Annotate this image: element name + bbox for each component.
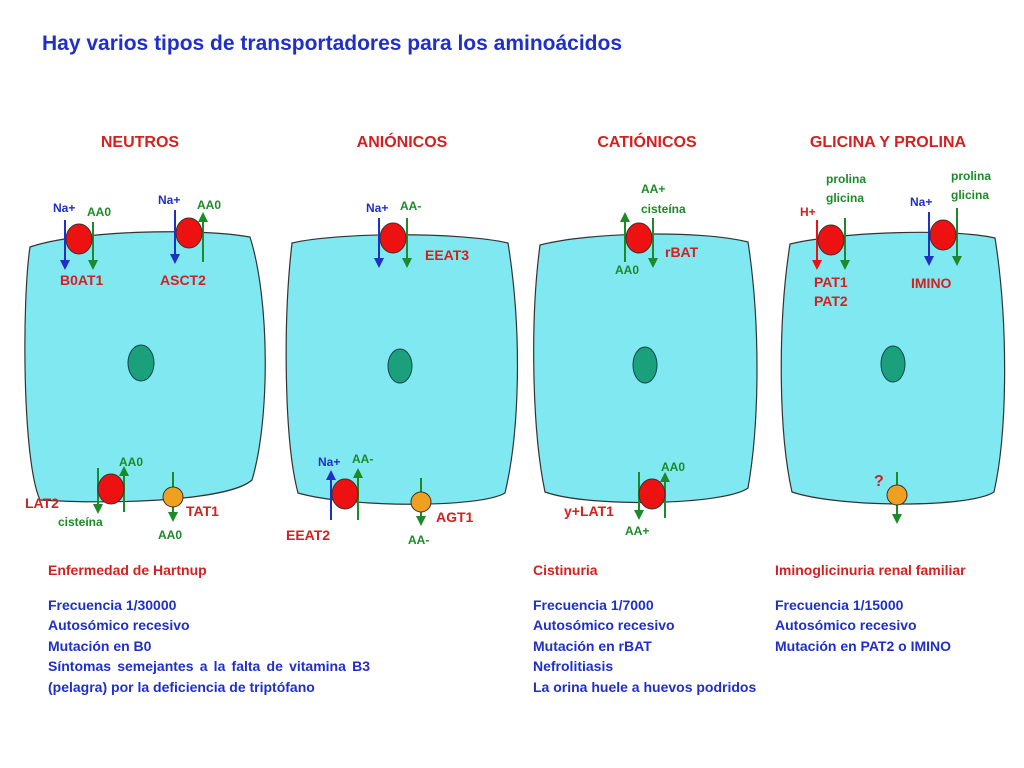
label-na: Na+ bbox=[53, 201, 75, 215]
label-glicina: glicina bbox=[951, 188, 989, 202]
label-aa0: AA0 bbox=[119, 455, 143, 469]
disease-name: Enfermedad de Hartnup bbox=[48, 562, 207, 578]
transporter-rbat bbox=[625, 222, 653, 254]
transporter-unknown bbox=[886, 484, 908, 506]
label-h: H+ bbox=[800, 205, 816, 219]
nucleus bbox=[632, 346, 658, 384]
transporter-b0at1 bbox=[65, 223, 93, 255]
label-prolina: prolina bbox=[951, 169, 991, 183]
label-na: Na+ bbox=[158, 193, 180, 207]
transporter-y-lat1 bbox=[638, 478, 666, 510]
disease-line: Nefrolitiasis bbox=[533, 658, 614, 674]
transporter-asct2 bbox=[175, 217, 203, 249]
label-aa-plus: AA+ bbox=[641, 182, 665, 196]
disease-name: Iminoglicinuria renal familiar bbox=[775, 562, 966, 578]
label-agt1: AGT1 bbox=[436, 509, 474, 525]
disease-symptoms: Síntomas semejantes a la falta de vitami… bbox=[48, 658, 370, 695]
label-glicina: glicina bbox=[826, 191, 864, 205]
label-aa-plus: AA+ bbox=[625, 524, 649, 538]
disease-line: Mutación en B0 bbox=[48, 637, 152, 654]
label-asct2: ASCT2 bbox=[160, 272, 206, 288]
label-unknown: ? bbox=[874, 473, 884, 490]
label-lat2: LAT2 bbox=[25, 495, 59, 511]
disease-iminoglicinuria: Iminoglicinuria renal familiar Frecuenci… bbox=[775, 560, 1015, 656]
transporter-lat2 bbox=[97, 473, 125, 505]
disease-line: Mutación en rBAT bbox=[533, 637, 652, 654]
transporter-imino bbox=[929, 219, 957, 251]
heading-cationicos: CATIÓNICOS bbox=[597, 132, 697, 151]
transporter-diagram: NEUTROS ANIÓNICOS CATIÓNICOS GLICINA Y P… bbox=[24, 132, 1006, 547]
transporter-eeat2 bbox=[331, 478, 359, 510]
page-title: Hay varios tipos de transportadores para… bbox=[42, 32, 623, 55]
label-aa0: AA0 bbox=[87, 205, 111, 219]
transporter-eeat3 bbox=[379, 222, 407, 254]
disease-cistinuria: Cistinuria Frecuencia 1/7000 Autosómico … bbox=[533, 560, 833, 697]
disease-line: Mutación en PAT2 o IMINO bbox=[775, 637, 952, 654]
nucleus bbox=[880, 345, 906, 383]
label-eeat3: EEAT3 bbox=[425, 247, 469, 263]
label-pat1: PAT1 bbox=[814, 274, 848, 290]
label-na: Na+ bbox=[318, 455, 340, 469]
label-rbat: rBAT bbox=[665, 244, 699, 260]
heading-neutros: NEUTROS bbox=[101, 134, 180, 151]
heading-glicina-prolina: GLICINA Y PROLINA bbox=[810, 134, 967, 151]
label-imino: IMINO bbox=[911, 275, 952, 291]
label-b0at1: B0AT1 bbox=[60, 272, 104, 288]
label-cisteina: cisteína bbox=[58, 515, 103, 529]
disease-line: Frecuencia 1/7000 bbox=[533, 596, 654, 613]
label-aa-minus: AA- bbox=[352, 452, 373, 466]
label-aa0: AA0 bbox=[661, 460, 685, 474]
label-aa-minus: AA- bbox=[408, 533, 429, 547]
transporter-pat bbox=[817, 224, 845, 256]
disease-name: Cistinuria bbox=[533, 562, 598, 578]
label-eeat2: EEAT2 bbox=[286, 527, 330, 543]
label-tat1: TAT1 bbox=[186, 503, 219, 519]
label-na: Na+ bbox=[366, 201, 388, 215]
label-aa0: AA0 bbox=[615, 263, 639, 277]
label-na: Na+ bbox=[910, 195, 932, 209]
label-pat2: PAT2 bbox=[814, 293, 848, 309]
disease-line: Frecuencia 1/30000 bbox=[48, 596, 177, 613]
label-aa-minus: AA- bbox=[400, 199, 421, 213]
label-aa0: AA0 bbox=[158, 528, 182, 542]
nucleus bbox=[127, 344, 155, 382]
disease-hartnup: Enfermedad de Hartnup Frecuencia 1/30000… bbox=[48, 560, 370, 697]
transporter-agt1 bbox=[410, 491, 432, 513]
heading-anionicos: ANIÓNICOS bbox=[357, 132, 448, 151]
disease-line: Autosómico recesivo bbox=[775, 617, 917, 633]
nucleus bbox=[387, 348, 413, 384]
disease-line: Frecuencia 1/15000 bbox=[775, 596, 904, 613]
disease-line: Autosómico recesivo bbox=[48, 617, 190, 633]
transporter-tat1 bbox=[162, 486, 184, 508]
label-cisteina: cisteína bbox=[641, 202, 686, 216]
disease-line: Autosómico recesivo bbox=[533, 617, 675, 633]
label-prolina: prolina bbox=[826, 172, 866, 186]
disease-line: La orina huele a huevos podridos bbox=[533, 678, 757, 695]
label-aa0: AA0 bbox=[197, 198, 221, 212]
label-y-lat1: y+LAT1 bbox=[564, 503, 614, 519]
